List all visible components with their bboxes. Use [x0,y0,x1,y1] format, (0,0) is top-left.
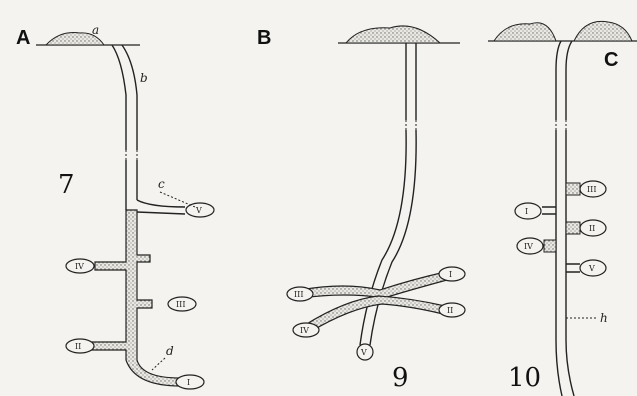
panel-b: B III IV V I II 9 [257,26,465,393]
chamber-iii-label: III [294,290,303,299]
filled-shaft [90,210,180,386]
main-shaft-left-wall [112,45,126,150]
soil-mound-right [574,21,632,41]
main-shaft-right-wall [566,130,574,396]
label-c: c [158,177,165,191]
panel-a-letter: A [16,27,30,49]
label-h: h [600,311,608,325]
main-shaft-left-wall [556,130,562,396]
panel-b-letter: B [257,27,271,49]
chamber-iv-label: IV [75,262,84,271]
chamber-iii-label: III [587,185,596,194]
chamber-ii-label: II [447,306,453,315]
chamber-iv-label: IV [300,326,309,335]
panel-a: A V IV III II I a b c d [16,23,214,389]
chamber-v-label: V [588,264,595,273]
chamber-i-label: I [187,378,190,387]
main-shaft-left-wall [360,130,406,345]
panel-c-letter: C [604,49,618,71]
chamber-v-label: V [360,348,367,357]
figure-number-9: 9 [392,363,409,393]
chamber-i-label: I [449,270,452,279]
label-b: b [140,71,148,85]
figure-number-7: 7 [58,170,75,200]
soil-mound-left [494,23,556,41]
soil-mound [346,26,440,43]
chamber-i-label: I [525,207,528,216]
panel-c: C I III II IV V h 10 [488,21,637,396]
chamber-iii-label: III [176,300,185,309]
chamber-v-label: V [195,206,202,215]
label-d: d [166,344,174,358]
chamber-ii-label: II [75,342,81,351]
label-a: a [92,23,99,37]
main-shaft-right-wall [122,45,137,150]
chamber-iv-label: IV [524,242,533,251]
chamber-ii-label: II [589,224,595,233]
figure-number-10: 10 [508,363,541,393]
